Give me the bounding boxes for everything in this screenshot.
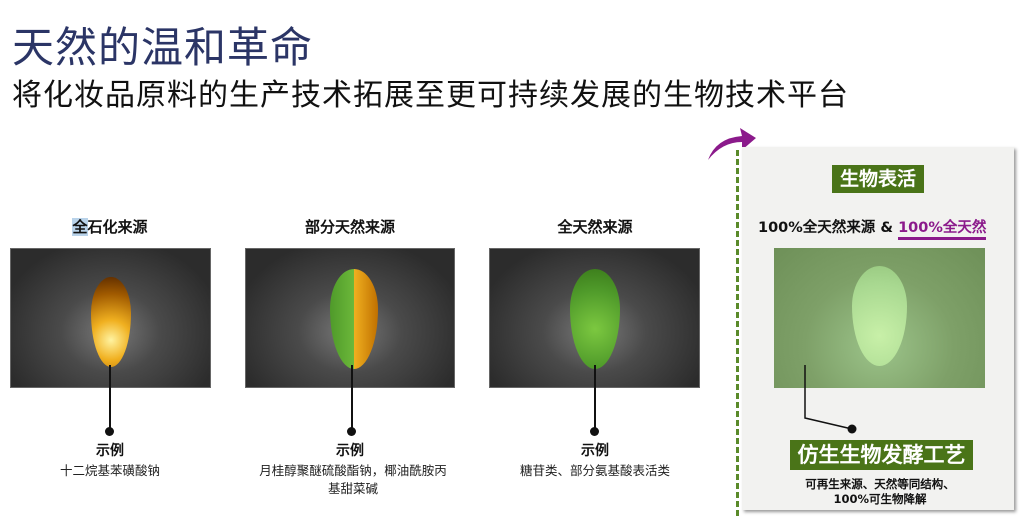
benefits-line: 100%可生物降解	[833, 492, 927, 506]
column-heading-petrochemical: 全石化来源	[0, 216, 220, 237]
connector-line	[109, 365, 111, 431]
green-drop-image	[774, 248, 985, 388]
claim-highlight: 100%全天然	[898, 220, 987, 240]
connector-dot	[590, 427, 599, 436]
benefits-text: 可再生来源、天然等同结构、 100%可生物降解	[770, 477, 990, 507]
half-leaf-drop	[330, 269, 378, 369]
selected-char: 全	[72, 218, 88, 236]
connector-line	[351, 365, 353, 431]
natural-claim: 100%全天然来源 & 100%全天然	[758, 216, 987, 240]
example-label: 示例	[581, 443, 609, 459]
oil-drop-image	[10, 248, 211, 388]
fermentation-process-badge: 仿生生物发酵工艺	[790, 440, 973, 470]
example-label: 示例	[336, 443, 364, 459]
connector-dot	[347, 427, 356, 436]
benefits-line: 可再生来源、天然等同结构、	[805, 477, 955, 491]
example-description: 月桂醇聚醚硫酸酯钠，椰油酰胺丙基甜菜碱	[259, 463, 447, 496]
column-heading-full-natural: 全天然来源	[557, 218, 633, 236]
half-leaf-drop-image	[245, 248, 455, 388]
example-label: 示例	[96, 443, 124, 459]
page-subtitle: 将化妆品原料的生产技术拓展至更可持续发展的生物技术平台	[12, 78, 849, 113]
leaf-drop	[570, 269, 620, 369]
connector-line	[804, 365, 857, 434]
page-title: 天然的温和革命	[12, 23, 314, 72]
column-heading-partial-natural: 部分天然来源	[304, 218, 395, 236]
curved-arrow-icon	[708, 128, 756, 160]
connector-dot	[105, 427, 114, 436]
example-description: 糖苷类、部分氨基酸表活类	[519, 463, 670, 478]
bio-surfactant-badge: 生物表活	[832, 165, 924, 193]
heading-text: 石化来源	[87, 218, 148, 236]
divider-dashed	[736, 150, 739, 516]
green-drop	[852, 266, 907, 366]
claim-text: 100%全天然来源 &	[758, 220, 893, 236]
connector-line	[594, 365, 596, 431]
example-description: 十二烷基苯磺酸钠	[59, 463, 160, 478]
oil-drop	[91, 277, 131, 367]
